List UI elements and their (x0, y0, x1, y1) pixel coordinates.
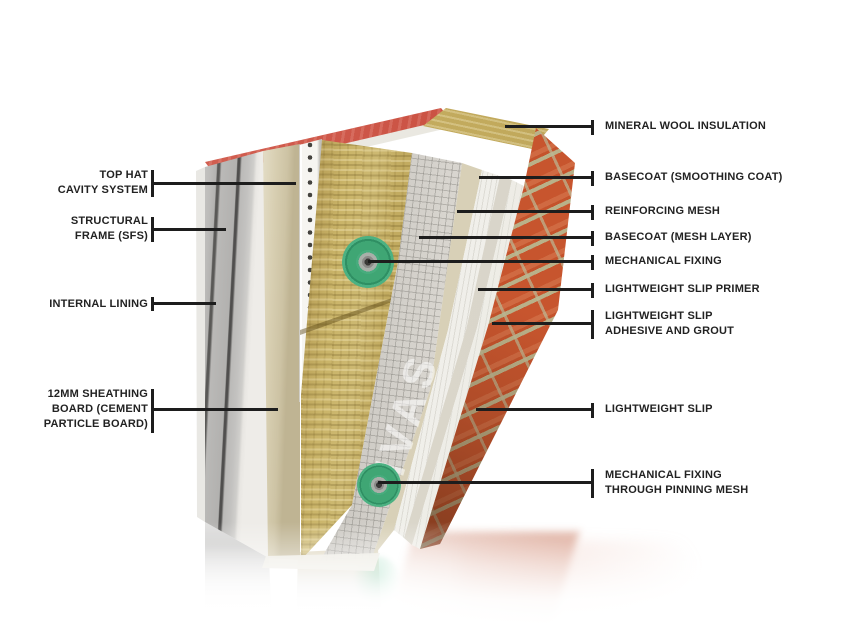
leader-line (457, 210, 591, 213)
label-mechanical-fixing: MECHANICAL FIXING (605, 254, 722, 269)
leader-tick (591, 403, 594, 418)
label-line: TOP HAT (99, 169, 148, 181)
leader-tick (591, 469, 594, 498)
leader-tick (591, 310, 594, 339)
label-lightweight-slip: LIGHTWEIGHT SLIP (605, 402, 713, 417)
label-sheathing-board: 12MM SHEATHING BOARD (CEMENT PARTICLE BO… (44, 387, 148, 432)
label-lightweight-slip-primer: LIGHTWEIGHT SLIP PRIMER (605, 282, 760, 297)
label-structural-frame-sfs: STRUCTURAL FRAME (SFS) (71, 214, 148, 244)
leader-tick (591, 205, 594, 220)
label-line: THROUGH PINNING MESH (605, 484, 749, 496)
label-line: BASECOAT (MESH LAYER) (605, 231, 752, 243)
label-line: MINERAL WOOL INSULATION (605, 120, 767, 132)
leader-line (478, 288, 591, 291)
label-line: REINFORCING MESH (605, 205, 721, 217)
leader-line (154, 302, 216, 305)
label-basecoat-smoothing-coat: BASECOAT (SMOOTHING COAT) (605, 170, 783, 185)
label-top-hat-cavity-system: TOP HAT CAVITY SYSTEM (58, 168, 148, 198)
leader-tick (591, 120, 594, 135)
label-mineral-wool-insulation: MINERAL WOOL INSULATION (605, 119, 766, 134)
label-line: BASECOAT (SMOOTHING COAT) (605, 171, 783, 183)
label-line: 12MM SHEATHING (47, 388, 148, 400)
leader-line (154, 182, 296, 185)
leader-line (476, 408, 591, 411)
label-line: BOARD (CEMENT (51, 403, 148, 415)
leader-tick (151, 389, 154, 433)
label-line: LIGHTWEIGHT SLIP (605, 403, 713, 415)
label-internal-lining: INTERNAL LINING (49, 297, 148, 312)
leader-line (154, 228, 226, 231)
leader-tick (591, 255, 594, 270)
label-basecoat-mesh-layer: BASECOAT (MESH LAYER) (605, 230, 752, 245)
label-mechanical-fixing-pinning-mesh: MECHANICAL FIXING THROUGH PINNING MESH (605, 468, 748, 498)
leader-tick (151, 297, 154, 311)
leader-line (479, 176, 591, 179)
reflection-brick-glow (460, 540, 700, 625)
leader-line (368, 260, 591, 263)
leader-tick (591, 231, 594, 246)
leader-line (378, 481, 591, 484)
leader-line (419, 236, 591, 239)
leader-tick (151, 170, 154, 197)
leader-line (154, 408, 278, 411)
leader-line (492, 322, 591, 325)
leader-tick (591, 283, 594, 298)
label-reinforcing-mesh: REINFORCING MESH (605, 204, 720, 219)
label-line: STRUCTURAL (70, 215, 148, 227)
leader-tick (151, 217, 154, 242)
leader-tick (591, 171, 594, 186)
label-line: CAVITY SYSTEM (57, 184, 148, 196)
label-line: LIGHTWEIGHT SLIP PRIMER (605, 283, 760, 295)
mechanical-fixing-washer-lower (357, 463, 401, 507)
label-line: INTERNAL LINING (49, 298, 148, 310)
label-lightweight-slip-adhesive-grout: LIGHTWEIGHT SLIP ADHESIVE AND GROUT (605, 309, 734, 339)
label-line: PARTICLE BOARD) (43, 418, 148, 430)
label-line: MECHANICAL FIXING (605, 255, 722, 267)
leader-line (505, 125, 591, 128)
label-line: MECHANICAL FIXING (605, 469, 722, 481)
label-line: LIGHTWEIGHT SLIP (605, 310, 713, 322)
label-line: FRAME (SFS) (74, 230, 148, 242)
label-line: ADHESIVE AND GROUT (605, 325, 735, 337)
